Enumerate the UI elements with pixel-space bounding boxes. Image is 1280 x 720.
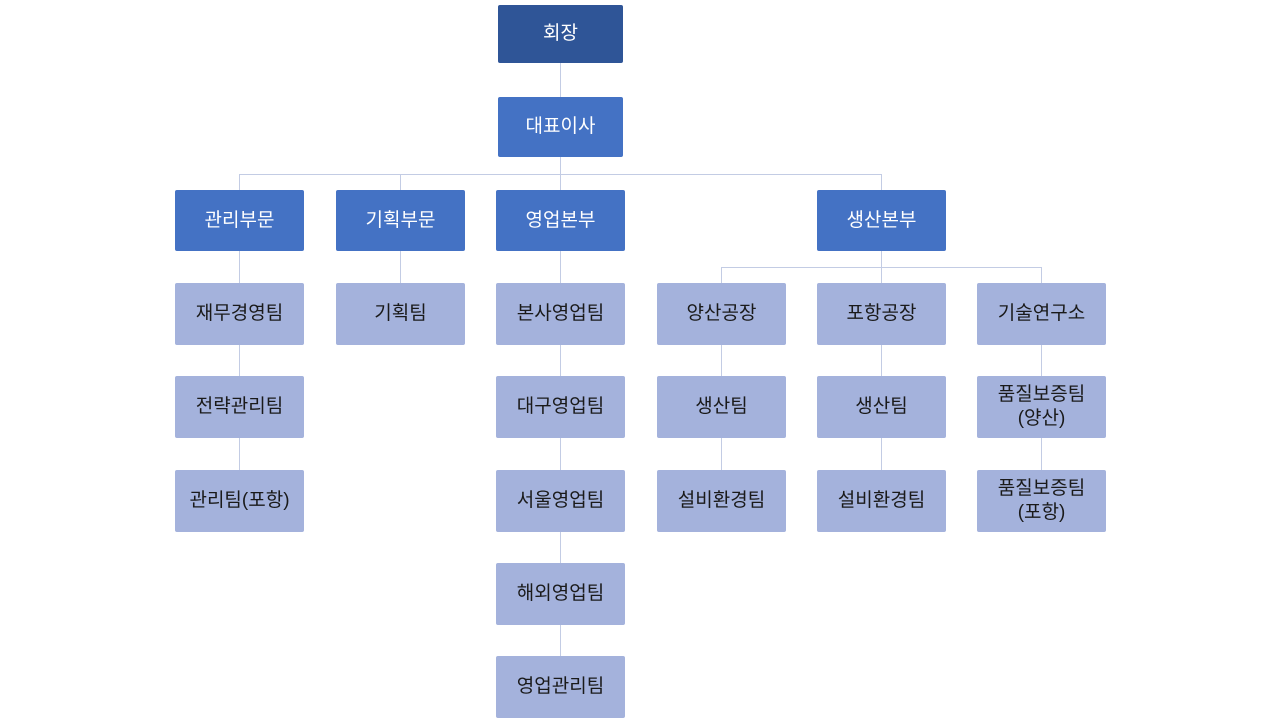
connector <box>1041 438 1042 470</box>
connector <box>1041 267 1042 283</box>
org-node-yangsan-production-team[interactable]: 생산팀 <box>657 376 786 438</box>
connector <box>721 438 722 470</box>
connector <box>239 251 240 283</box>
connector <box>881 438 882 470</box>
connector <box>239 345 240 376</box>
connector <box>560 438 561 470</box>
org-node-tech-research-center[interactable]: 기술연구소 <box>977 283 1106 345</box>
connector <box>239 174 240 190</box>
org-node-seoul-sales-team[interactable]: 서울영업팀 <box>496 470 625 532</box>
connector <box>560 625 561 656</box>
org-node-management-team-pohang[interactable]: 관리팀(포항) <box>175 470 304 532</box>
org-node-pohang-production-team[interactable]: 생산팀 <box>817 376 946 438</box>
connector <box>881 345 882 376</box>
org-node-planning-division[interactable]: 기획부문 <box>336 190 465 251</box>
org-node-qa-team-pohang[interactable]: 품질보증팀 (포항) <box>977 470 1106 532</box>
org-node-production-hq[interactable]: 생산본부 <box>817 190 946 251</box>
org-node-pohang-facility-team[interactable]: 설비환경팀 <box>817 470 946 532</box>
org-node-chairman[interactable]: 회장 <box>498 5 623 63</box>
connector <box>239 438 240 470</box>
org-node-yangsan-facility-team[interactable]: 설비환경팀 <box>657 470 786 532</box>
org-node-sales-hq[interactable]: 영업본부 <box>496 190 625 251</box>
connector <box>721 267 1041 268</box>
org-node-management-division[interactable]: 관리부문 <box>175 190 304 251</box>
connector <box>560 532 561 563</box>
org-node-pohang-plant[interactable]: 포항공장 <box>817 283 946 345</box>
connector <box>560 345 561 376</box>
org-node-overseas-sales-team[interactable]: 해외영업팀 <box>496 563 625 625</box>
connector <box>721 345 722 376</box>
connector <box>560 63 561 97</box>
connector <box>400 174 401 190</box>
connector <box>239 174 881 175</box>
connector <box>1041 345 1042 376</box>
org-node-qa-team-yangsan[interactable]: 품질보증팀 (양산) <box>977 376 1106 438</box>
org-node-strategy-team[interactable]: 전략관리팀 <box>175 376 304 438</box>
connector <box>560 251 561 283</box>
org-node-sales-admin-team[interactable]: 영업관리팀 <box>496 656 625 718</box>
org-node-yangsan-plant[interactable]: 양산공장 <box>657 283 786 345</box>
connector <box>560 157 561 190</box>
org-node-finance-team[interactable]: 재무경영팀 <box>175 283 304 345</box>
org-node-ceo[interactable]: 대표이사 <box>498 97 623 157</box>
org-node-daegu-sales-team[interactable]: 대구영업팀 <box>496 376 625 438</box>
connector <box>400 251 401 283</box>
connector <box>721 267 722 283</box>
connector <box>881 174 882 190</box>
org-node-hq-sales-team[interactable]: 본사영업팀 <box>496 283 625 345</box>
org-node-planning-team[interactable]: 기획팀 <box>336 283 465 345</box>
